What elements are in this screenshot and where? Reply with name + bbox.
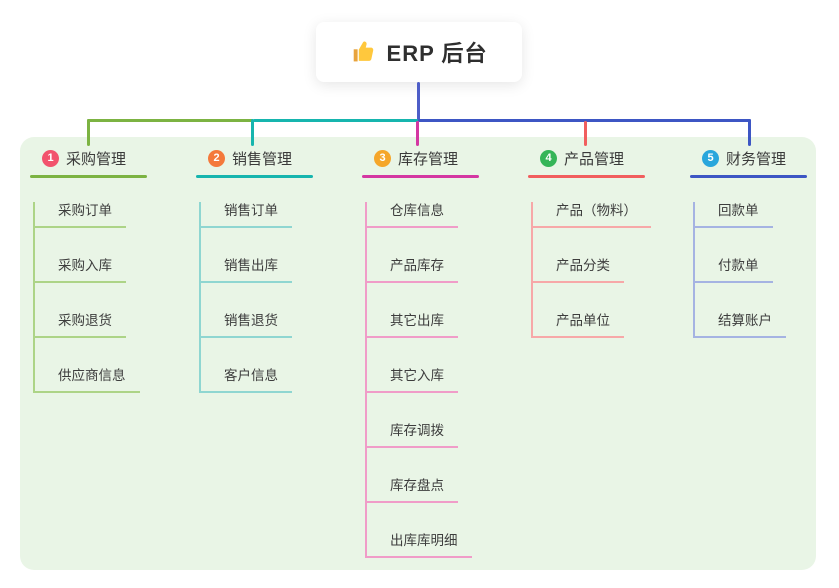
thumbs-up-icon <box>351 39 377 65</box>
child-node[interactable]: 销售订单 <box>201 202 292 228</box>
branch-2: 2 销售管理销售订单销售出库销售退货客户信息 <box>196 147 366 393</box>
branch-label: 采购管理 <box>66 150 127 168</box>
child-node[interactable]: 结算账户 <box>695 312 786 338</box>
branch-header[interactable]: 5 财务管理 <box>690 147 839 169</box>
child-node[interactable]: 其它入库 <box>367 367 458 393</box>
child-node[interactable]: 采购订单 <box>35 202 126 228</box>
branch-number-badge: 2 <box>208 149 225 167</box>
bus-segment-green <box>87 119 253 122</box>
branch-number-badge: 1 <box>42 149 59 167</box>
branch-number-badge: 4 <box>540 149 557 167</box>
branch-3: 3 库存管理仓库信息产品库存其它出库其它入库库存调拨库存盘点出库库明细 <box>362 147 532 558</box>
branch-children: 产品（物料） 产品分类产品单位 <box>531 202 651 338</box>
branch-number-badge: 5 <box>702 149 719 167</box>
branch-label: 产品管理 <box>564 150 625 168</box>
branch-underline <box>362 175 479 178</box>
background-panel <box>20 137 816 570</box>
branch-underline <box>30 175 147 178</box>
child-node[interactable]: 产品（物料） <box>533 202 651 228</box>
drop-line-inventory <box>416 121 419 146</box>
child-node[interactable]: 供应商信息 <box>35 367 140 393</box>
child-node[interactable]: 采购退货 <box>35 312 126 338</box>
branch-label: 销售管理 <box>232 150 293 168</box>
branch-children: 仓库信息产品库存其它出库其它入库库存调拨库存盘点出库库明细 <box>365 202 472 558</box>
branch-children: 回款单付款单结算账户 <box>693 202 786 338</box>
child-node[interactable]: 销售出库 <box>201 257 292 283</box>
root-node[interactable]: ERP 后台 <box>316 22 522 82</box>
child-node[interactable]: 销售退货 <box>201 312 292 338</box>
child-node[interactable]: 仓库信息 <box>367 202 458 228</box>
branch-header[interactable]: 3 库存管理 <box>362 147 532 169</box>
child-node[interactable]: 产品单位 <box>533 312 624 338</box>
child-node[interactable]: 产品库存 <box>367 257 458 283</box>
drop-line-sales <box>251 119 254 146</box>
drop-line-finance <box>748 119 751 146</box>
child-node[interactable]: 回款单 <box>695 202 773 228</box>
child-node[interactable]: 客户信息 <box>201 367 292 393</box>
branch-underline <box>690 175 807 178</box>
branch-number-badge: 3 <box>374 149 391 167</box>
child-node[interactable]: 库存盘点 <box>367 477 458 503</box>
branch-header[interactable]: 1 采购管理 <box>30 147 200 169</box>
drop-line-purchase <box>87 119 90 146</box>
bus-segment-teal <box>253 119 418 122</box>
bus-segment-indigo <box>418 119 751 122</box>
branch-label: 库存管理 <box>398 150 459 168</box>
drop-line-product <box>584 121 587 146</box>
child-node[interactable]: 出库库明细 <box>367 532 472 558</box>
branch-underline <box>196 175 313 178</box>
child-node[interactable]: 产品分类 <box>533 257 624 283</box>
branch-header[interactable]: 2 销售管理 <box>196 147 366 169</box>
branch-1: 1 采购管理采购订单采购入库采购退货供应商信息 <box>30 147 200 393</box>
branch-underline <box>528 175 645 178</box>
root-connector-line <box>417 82 420 121</box>
branch-label: 财务管理 <box>726 150 787 168</box>
branch-children: 销售订单销售出库销售退货客户信息 <box>199 202 292 393</box>
branch-5: 5 财务管理回款单付款单结算账户 <box>690 147 839 338</box>
branch-header[interactable]: 4 产品管理 <box>528 147 698 169</box>
child-node[interactable]: 库存调拨 <box>367 422 458 448</box>
child-node[interactable]: 其它出库 <box>367 312 458 338</box>
branch-children: 采购订单采购入库采购退货供应商信息 <box>33 202 140 393</box>
child-node[interactable]: 付款单 <box>695 257 773 283</box>
root-title: ERP 后台 <box>386 41 488 66</box>
branch-4: 4 产品管理产品（物料） 产品分类产品单位 <box>528 147 698 338</box>
child-node[interactable]: 采购入库 <box>35 257 126 283</box>
